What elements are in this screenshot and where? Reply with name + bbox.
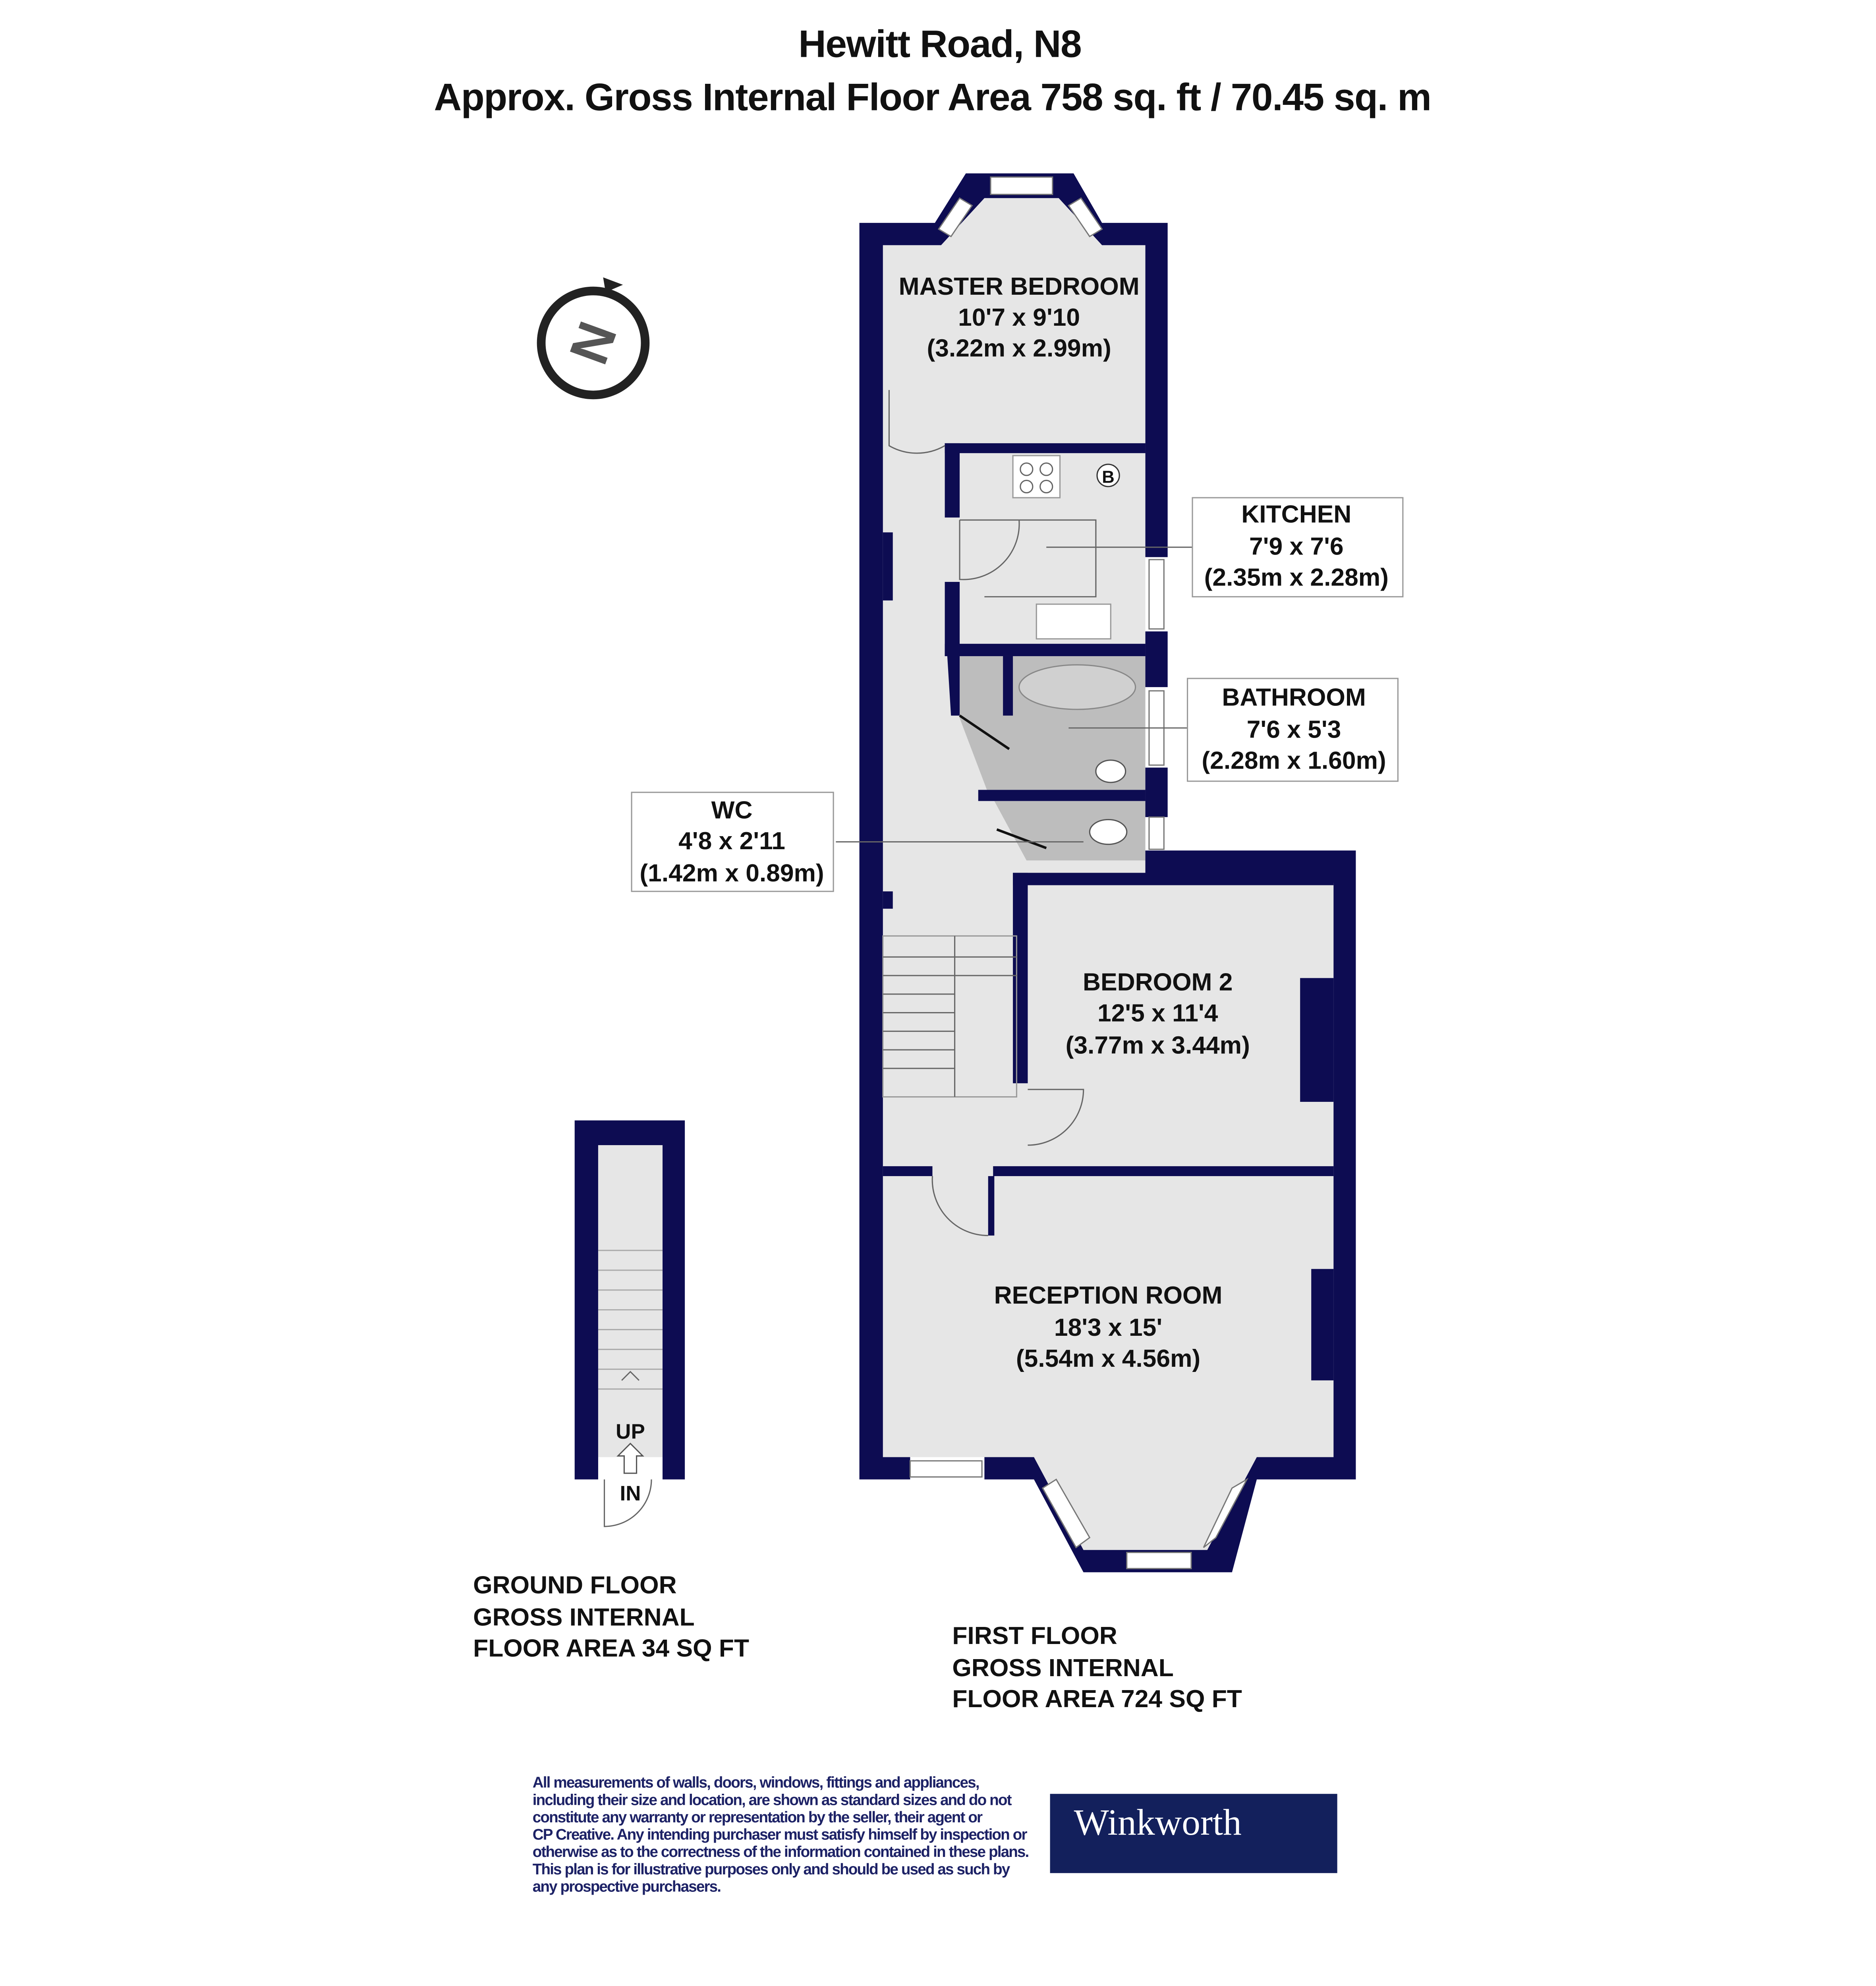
svg-text:constitute any warranty or rep: constitute any warranty or representatio… [533,1809,983,1826]
svg-text:(1.42m x 0.89m): (1.42m x 0.89m) [640,860,824,887]
svg-text:(3.77m x 3.44m): (3.77m x 3.44m) [1066,1032,1250,1059]
first-floor-plan: B [631,173,1404,1573]
room-reception: RECEPTION ROOM 18'3 x 15' (5.54m x 4.56m… [994,1282,1223,1372]
room-master-bedroom: MASTER BEDROOM 10'7 x 9'10 (3.22m x 2.99… [899,273,1140,362]
plan-subtitle: Approx. Gross Internal Floor Area 758 sq… [434,76,1431,118]
door-reception [931,1176,988,1236]
svg-text:MASTER BEDROOM: MASTER BEDROOM [899,273,1140,300]
svg-text:(2.28m x 1.60m): (2.28m x 1.60m) [1202,747,1386,775]
sink-icon [1036,603,1111,639]
svg-text:BEDROOM 2: BEDROOM 2 [1083,969,1233,996]
floor-plan: Hewitt Road, N8 Approx. Gross Internal F… [434,23,1432,1895]
door-wc [996,828,1047,849]
room-bedroom-2: BEDROOM 2 12'5 x 11'4 (3.77m x 3.44m) [1066,969,1250,1059]
plan-title: Hewitt Road, N8 [798,23,1081,65]
hob-icon [1012,455,1061,498]
room-wc: WC 4'8 x 2'11 (1.42m x 0.89m) [640,796,824,887]
entrance-door [603,1479,652,1527]
svg-text:All measurements of walls, doo: All measurements of walls, doors, window… [533,1774,979,1791]
staircase [882,935,1017,1098]
door-kitchen [959,520,1020,580]
winkworth-logo: Winkworth [1050,1794,1337,1873]
door-master-bedroom [888,390,945,454]
north-compass-icon: N [537,277,650,400]
bath-icon [1018,664,1136,710]
svg-text:4'8 x 2'11: 4'8 x 2'11 [678,827,785,855]
svg-text:GROSS INTERNAL: GROSS INTERNAL [473,1603,695,1631]
svg-text:CP Creative. Any intending pur: CP Creative. Any intending purchaser mus… [533,1826,1028,1843]
first-floor-area: FIRST FLOOR GROSS INTERNAL FLOOR AREA 72… [952,1622,1242,1713]
svg-text:BATHROOM: BATHROOM [1222,684,1366,711]
svg-text:Winkworth: Winkworth [1074,1802,1242,1843]
svg-text:any prospective purchasers.: any prospective purchasers. [533,1878,721,1895]
svg-text:RECEPTION ROOM: RECEPTION ROOM [994,1282,1223,1309]
toilet-icon [1089,819,1128,845]
svg-text:otherwise as to the correctnes: otherwise as to the correctness of the i… [533,1843,1029,1860]
door-bedroom2 [1028,1089,1084,1146]
svg-text:GROSS INTERNAL: GROSS INTERNAL [952,1654,1174,1682]
svg-text:WC: WC [711,796,753,824]
compass-letter: N [558,314,629,372]
entrance-label: IN [620,1482,641,1505]
wc-area [994,801,1146,861]
disclaimer: All measurements of walls, doors, window… [533,1774,1030,1895]
room-kitchen: KITCHEN 7'9 x 7'6 (2.35m x 2.28m) [1204,500,1389,591]
svg-text:(2.35m x 2.28m): (2.35m x 2.28m) [1204,564,1389,591]
svg-text:18'3 x 15': 18'3 x 15' [1054,1314,1162,1341]
svg-text:FLOOR AREA 724 SQ FT: FLOOR AREA 724 SQ FT [952,1685,1242,1713]
svg-text:10'7 x 9'10: 10'7 x 9'10 [958,304,1080,331]
door-bathroom [959,715,1010,750]
entrance-arrow-icon [616,1443,644,1474]
ground-floor-plan: UP IN [574,1120,685,1527]
svg-text:(5.54m x 4.56m): (5.54m x 4.56m) [1016,1345,1200,1372]
room-bathroom: BATHROOM 7'6 x 5'3 (2.28m x 1.60m) [1202,684,1386,775]
svg-text:12'5 x 11'4: 12'5 x 11'4 [1097,999,1218,1027]
svg-text:This plan is for illustrative: This plan is for illustrative purposes o… [533,1861,1010,1878]
svg-text:KITCHEN: KITCHEN [1241,500,1351,528]
stairs-up-label: UP [616,1420,645,1443]
stairs-up-arrow-icon [621,1371,640,1381]
boiler-icon [1096,464,1120,487]
svg-text:GROUND FLOOR: GROUND FLOOR [473,1571,676,1599]
svg-text:7'6 x 5'3: 7'6 x 5'3 [1247,716,1341,744]
svg-text:FLOOR AREA 34 SQ FT: FLOOR AREA 34 SQ FT [473,1634,749,1662]
svg-text:FIRST FLOOR: FIRST FLOOR [952,1622,1117,1650]
basin-icon [1095,759,1126,783]
boiler-label: B [1102,468,1115,487]
svg-text:including their size and locat: including their size and location, are s… [533,1791,1012,1808]
svg-text:7'9 x 7'6: 7'9 x 7'6 [1249,533,1344,560]
ground-floor-area: GROUND FLOOR GROSS INTERNAL FLOOR AREA 3… [473,1571,749,1662]
svg-text:(3.22m x 2.99m): (3.22m x 2.99m) [927,335,1111,362]
